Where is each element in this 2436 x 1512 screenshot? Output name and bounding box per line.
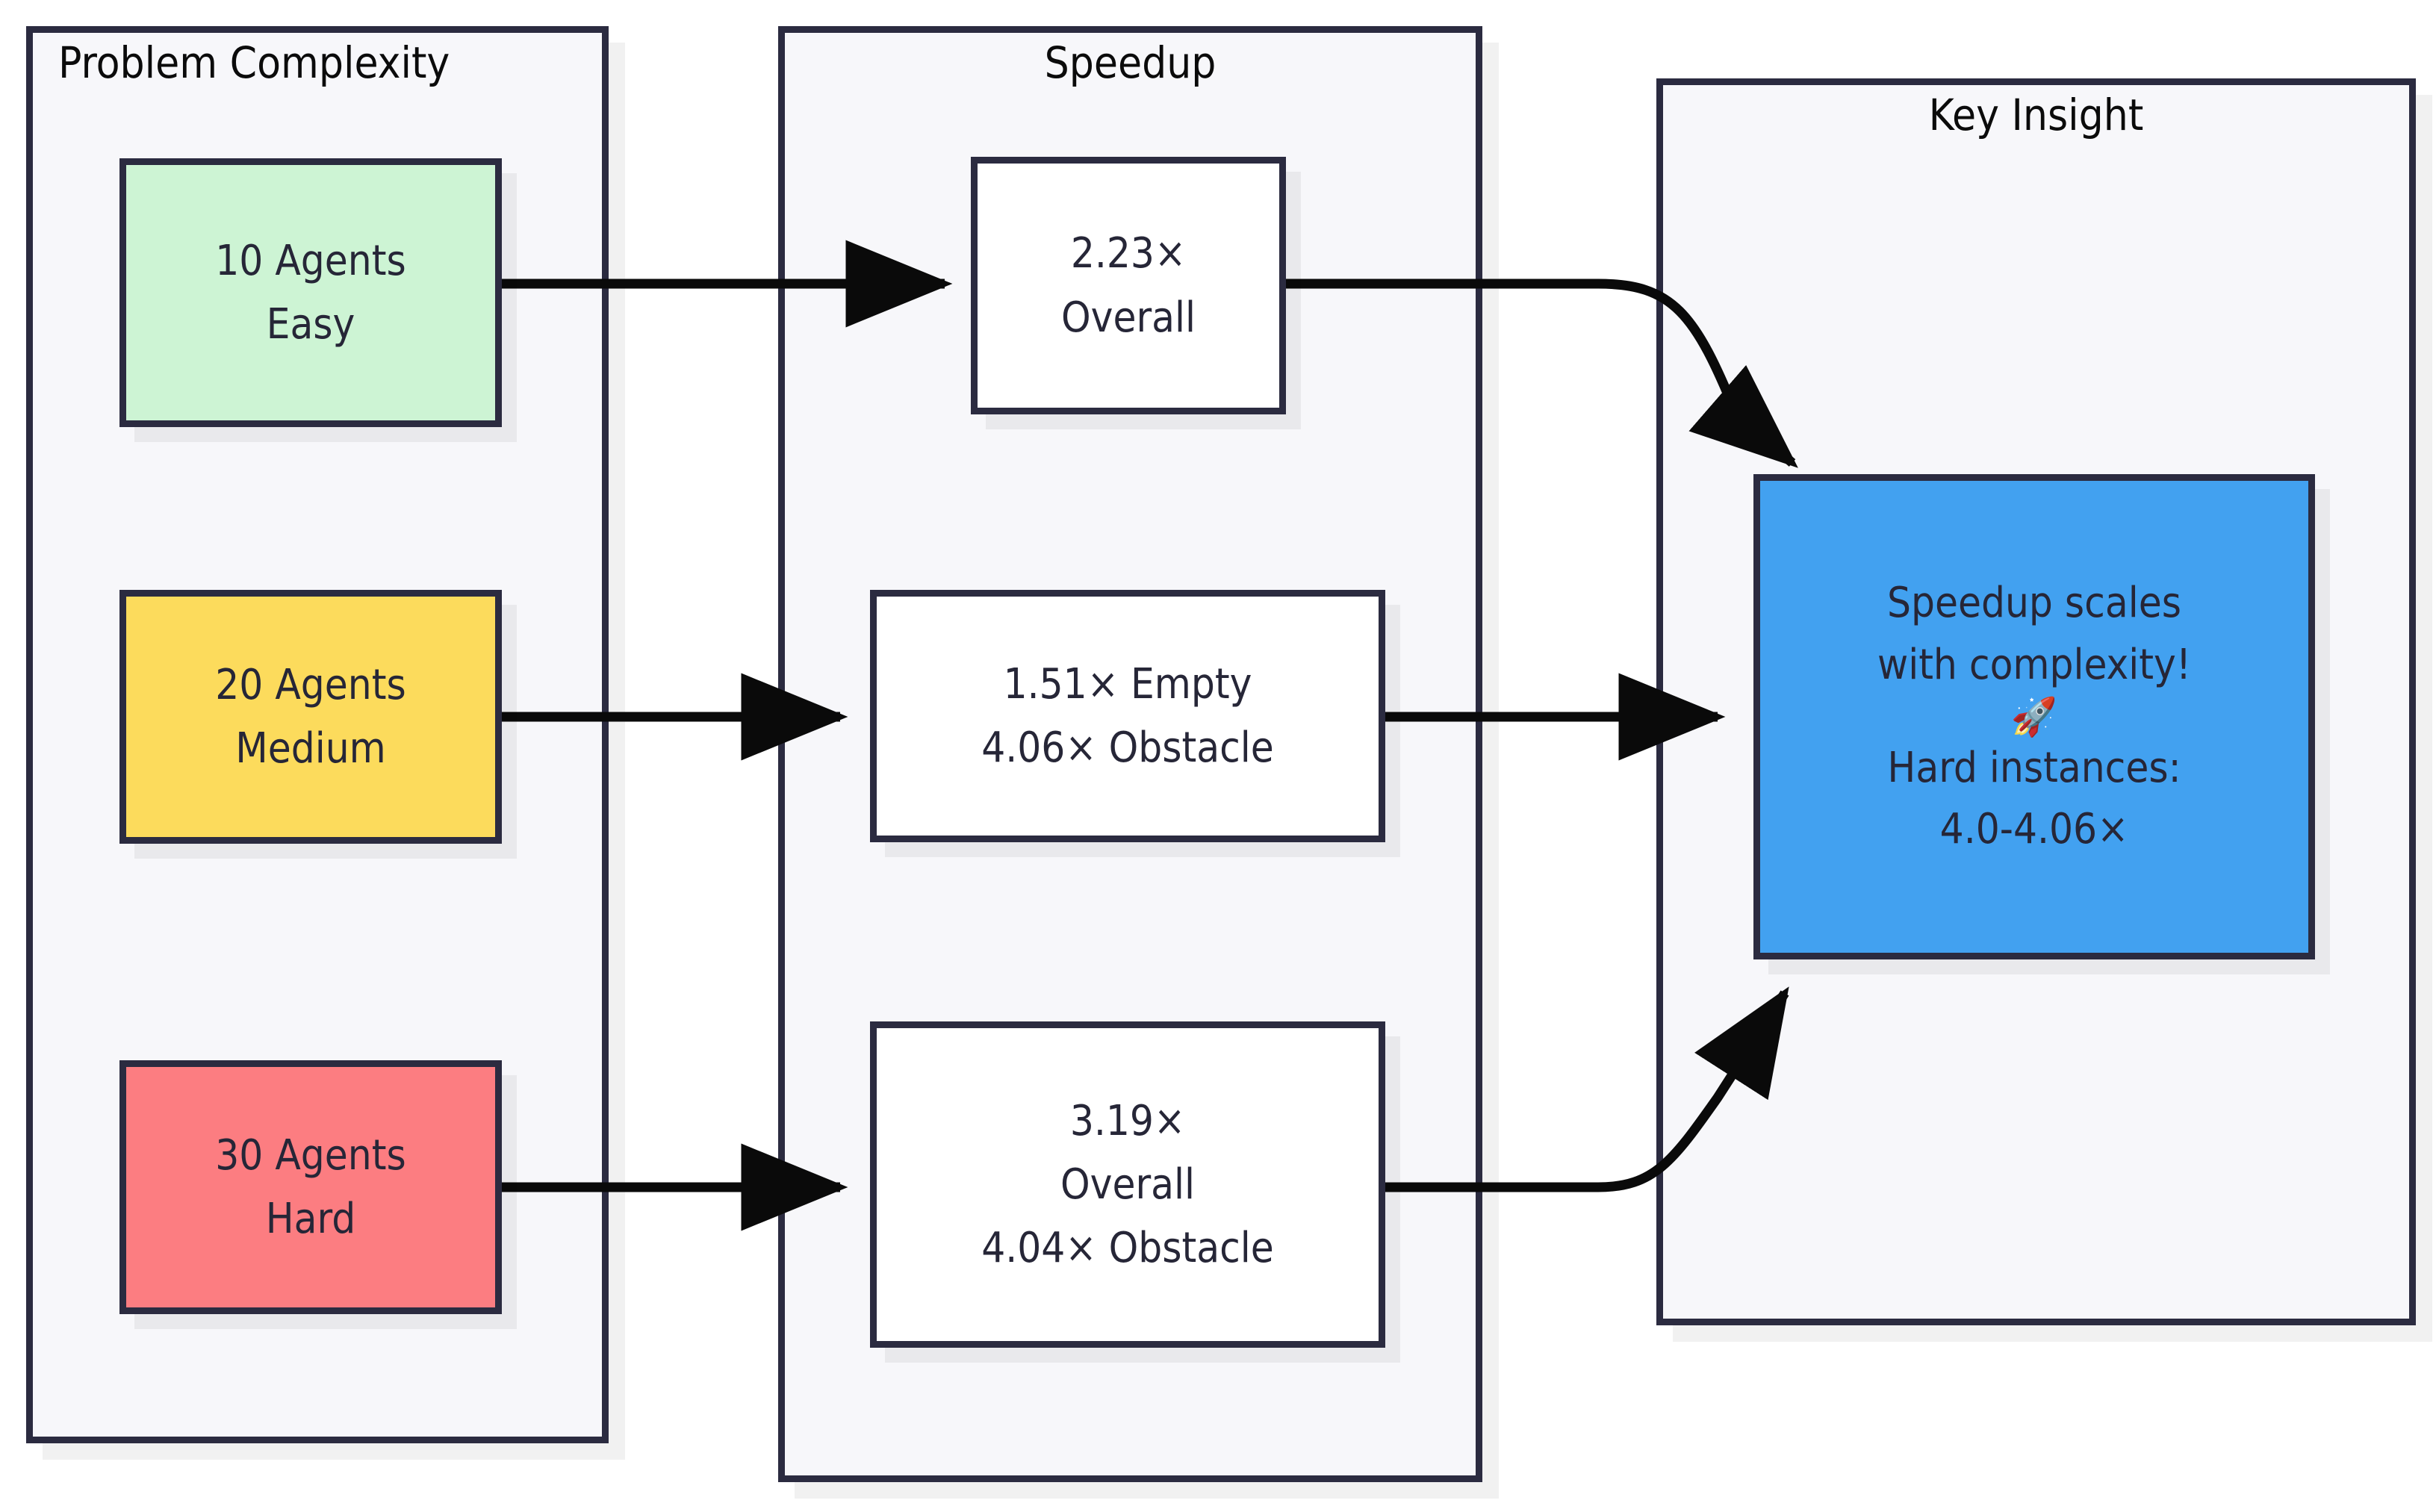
node-speedup-easy-line2: Overall	[1060, 293, 1196, 342]
node-key-insight[interactable]: Speedup scales with complexity! 🚀 Hard i…	[1753, 474, 2315, 959]
node-speedup-hard-line1: 3.19×	[1069, 1096, 1186, 1145]
node-agents30-line1: 30 Agents	[215, 1130, 406, 1180]
node-speedup-easy[interactable]: 2.23× Overall	[971, 157, 1286, 414]
node-agents20-line1: 20 Agents	[215, 660, 406, 709]
node-speedup-hard-line2: Overall	[1060, 1160, 1196, 1209]
node-speedup-medium[interactable]: 1.51× Empty 4.06× Obstacle	[870, 590, 1385, 842]
cluster-title-problem-complexity: Problem Complexity	[58, 37, 450, 88]
node-agents10-line1: 10 Agents	[215, 236, 406, 285]
node-agents20[interactable]: 20 Agents Medium	[119, 590, 502, 844]
node-speedup-medium-line2: 4.06× Obstacle	[981, 724, 1274, 772]
node-agents10-line2: Easy	[266, 300, 355, 349]
cluster-title-key-insight: Key Insight	[1928, 90, 2144, 140]
node-agents10[interactable]: 10 Agents Easy	[119, 158, 502, 427]
node-key-insight-line4: 4.0-4.06×	[1939, 805, 2129, 854]
node-speedup-hard-line3: 4.04× Obstacle	[981, 1224, 1274, 1273]
node-speedup-easy-line1: 2.23×	[1070, 229, 1187, 279]
rocket-icon: 🚀	[2010, 694, 2058, 738]
node-agents30[interactable]: 30 Agents Hard	[119, 1060, 502, 1314]
cluster-title-speedup: Speedup	[1044, 37, 1217, 88]
node-key-insight-line3: Hard instances:	[1887, 743, 2181, 792]
node-agents20-line2: Medium	[235, 724, 386, 773]
node-agents30-line2: Hard	[265, 1195, 356, 1243]
node-key-insight-line1: Speedup scales	[1887, 578, 2181, 627]
node-key-insight-line2: with complexity!	[1877, 640, 2192, 689]
node-speedup-hard[interactable]: 3.19× Overall 4.04× Obstacle	[870, 1021, 1385, 1348]
node-speedup-medium-line1: 1.51× Empty	[1003, 659, 1252, 709]
